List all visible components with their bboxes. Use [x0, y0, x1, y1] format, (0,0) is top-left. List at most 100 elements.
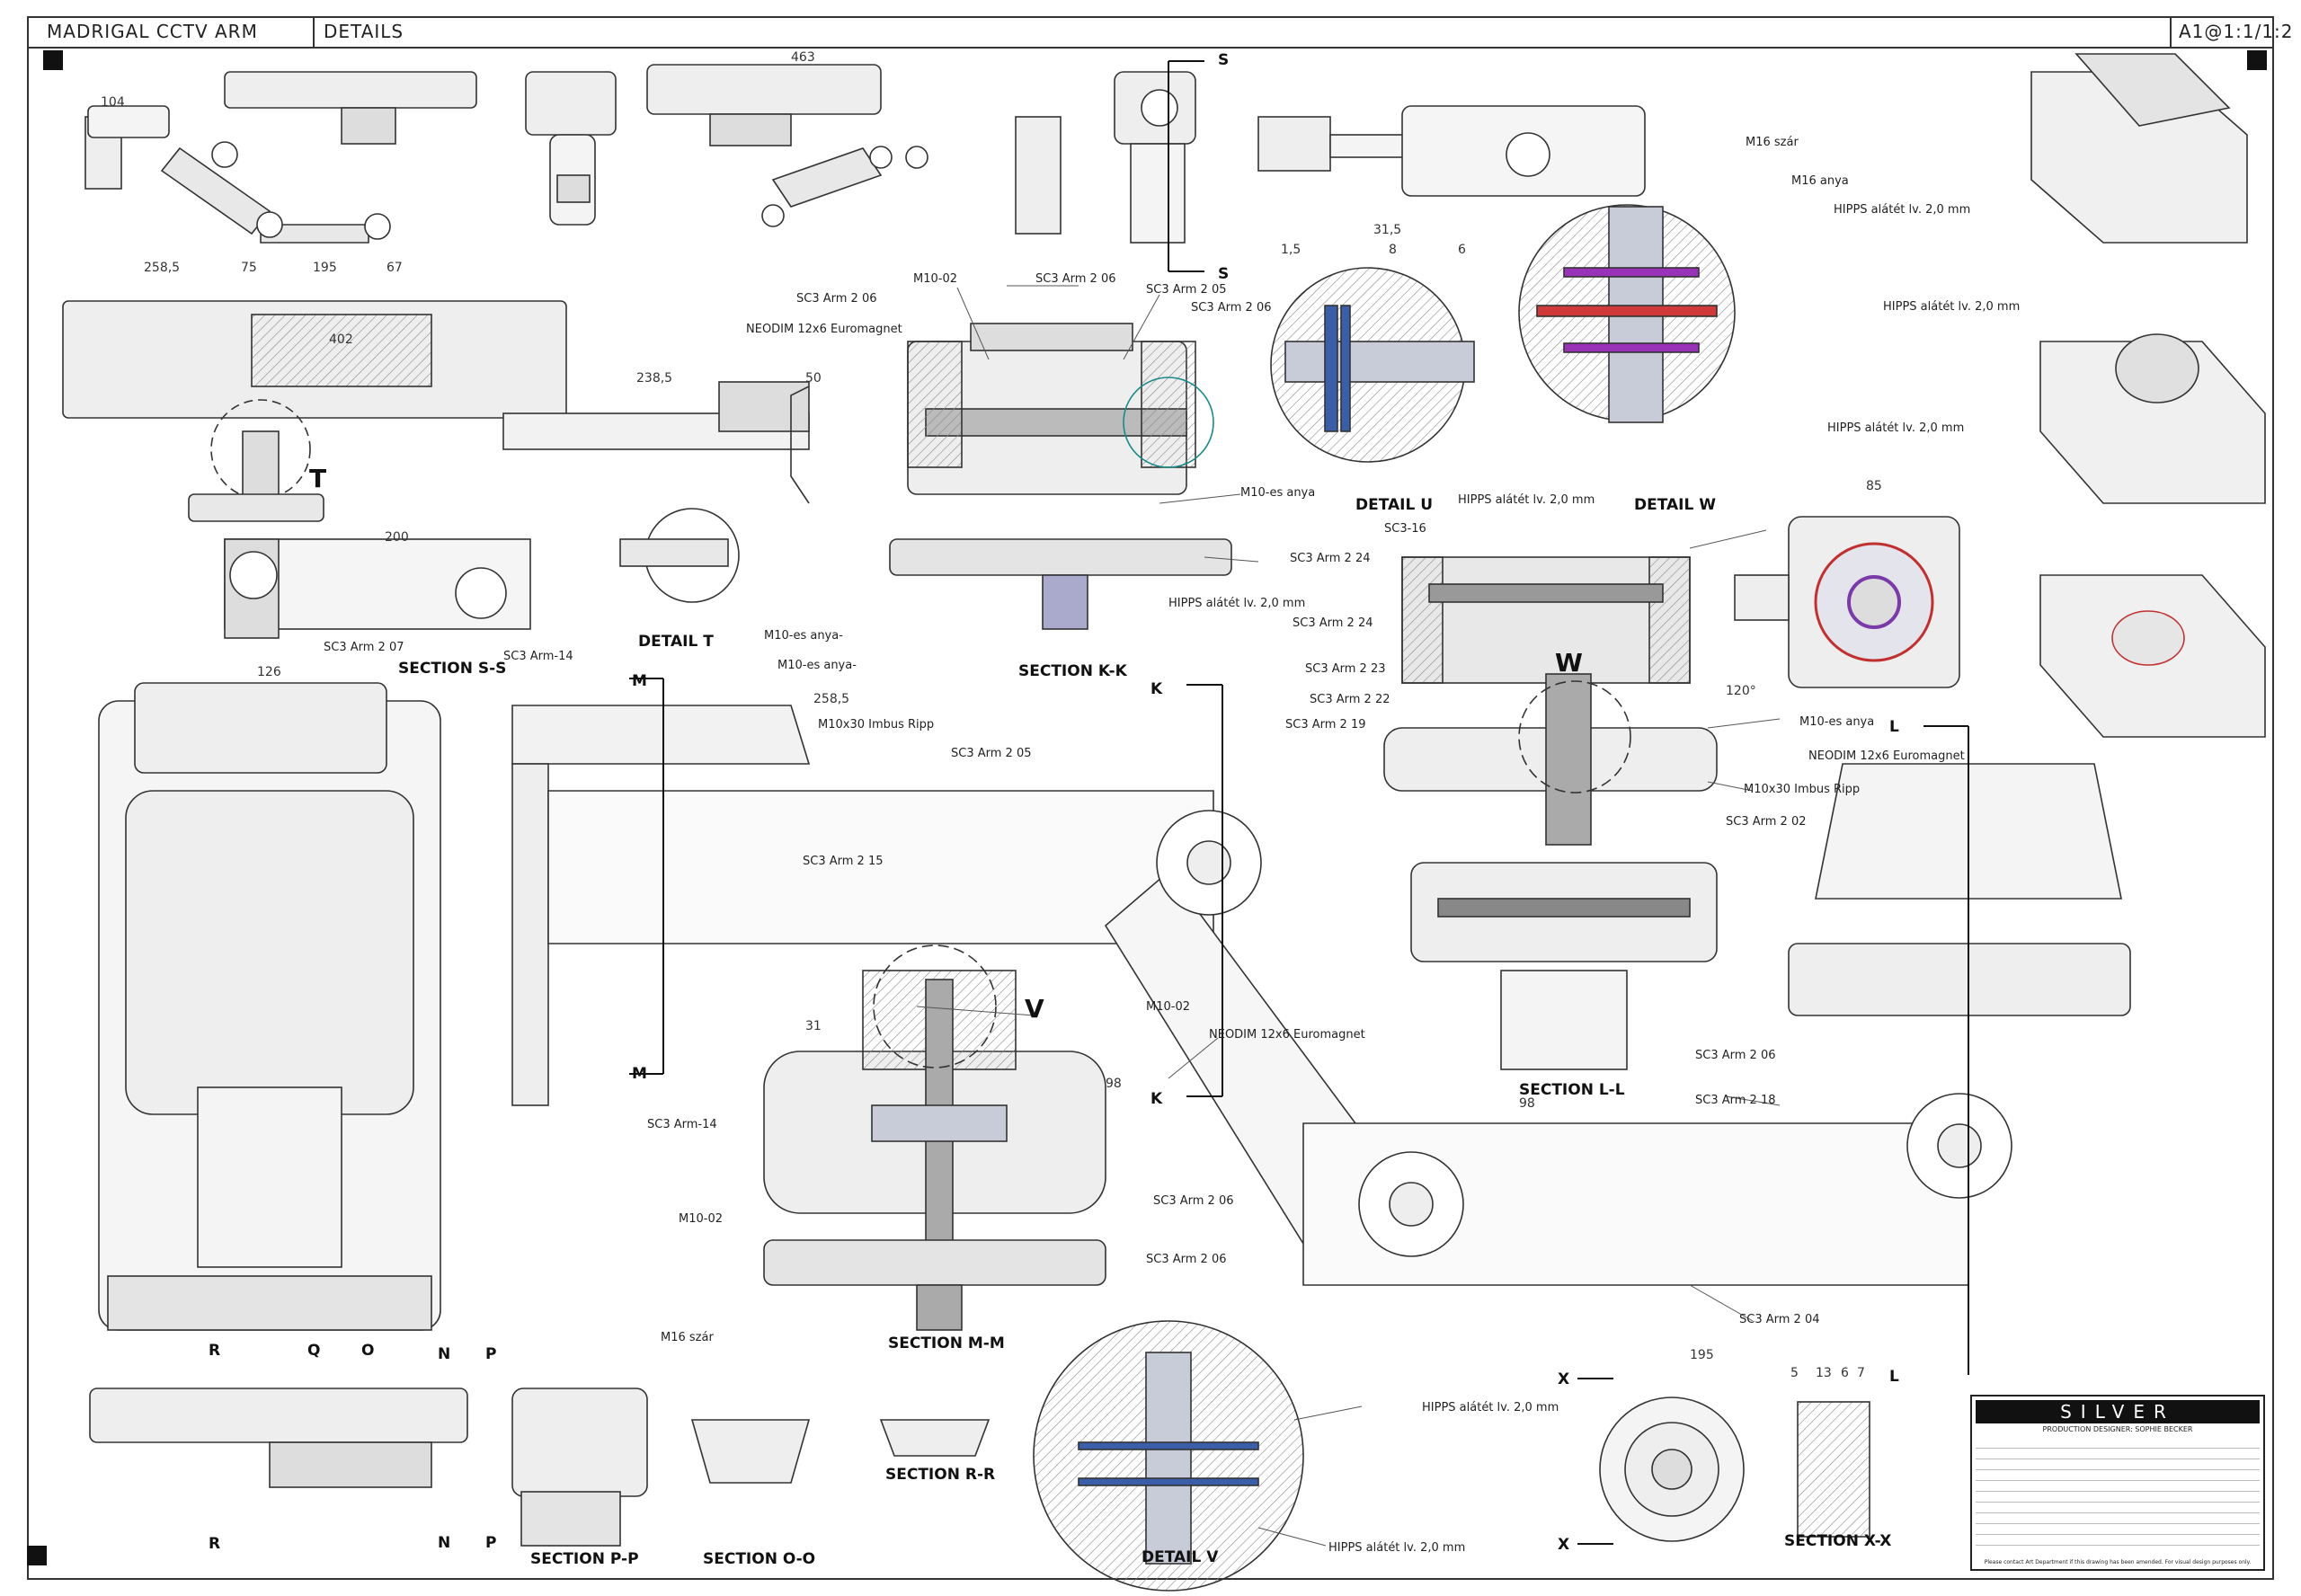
- callout-sc3-arm-2-23: SC3 Arm 2 23: [1305, 662, 1385, 676]
- marker-t: T: [309, 464, 326, 493]
- title-block-footer: Please contact Art Department if this dr…: [1984, 1559, 2252, 1565]
- marker-k-top: K: [1150, 680, 1163, 698]
- dim-67: 67: [386, 261, 403, 275]
- arm-detail-section: [224, 381, 810, 639]
- callout-sc3-arm-2-06-f: SC3 Arm 2 06: [1146, 1253, 1226, 1266]
- callout-sc3-arm-2-06-c: SC3 Arm 2 06: [1191, 301, 1271, 315]
- sheet-title: DETAILS: [324, 21, 404, 42]
- detail-u-drawing: [1270, 267, 1475, 463]
- marker-m-top: M: [632, 672, 647, 690]
- bottom-row-views: [89, 1388, 991, 1547]
- callout-hipps-f: HIPPS alátét lv. 2,0 mm: [1422, 1401, 1559, 1414]
- dim-258-5: 258,5: [144, 261, 180, 275]
- view-title-section-o-o: SECTION O-O: [703, 1550, 815, 1568]
- callout-m10-02-b: M10-02: [1146, 1000, 1190, 1014]
- dim-7: 7: [1857, 1366, 1865, 1380]
- view-title-section-l-l: SECTION L-L: [1519, 1081, 1625, 1099]
- marker-x-bottom: X: [1558, 1536, 1569, 1554]
- marker-l-bottom: L: [1889, 1368, 1899, 1386]
- view-title-section-r-r: SECTION R-R: [885, 1466, 995, 1484]
- marker-v: V: [1025, 994, 1044, 1024]
- dim-50: 50: [805, 371, 822, 386]
- callout-hipps-d: HIPPS alátét lv. 2,0 mm: [1827, 421, 1964, 435]
- section-k-k-drawing: [889, 323, 1232, 630]
- dim-126: 126: [257, 665, 281, 679]
- callout-sc3-arm-2-02: SC3 Arm 2 02: [1726, 815, 1806, 829]
- callout-sc3-arm-2-15: SC3 Arm 2 15: [803, 855, 883, 868]
- view-title-detail-v: DETAIL V: [1142, 1548, 1219, 1566]
- registration-mark: [27, 1546, 47, 1565]
- view-title-section-s-s: SECTION S-S: [398, 660, 506, 678]
- dim-195: 195: [313, 261, 337, 275]
- title-block-grid: [1976, 1438, 2260, 1553]
- marker-s-top: S: [1218, 51, 1229, 69]
- marker-x-top: X: [1558, 1370, 1569, 1388]
- callout-sc3-arm-14-b: SC3 Arm-14: [647, 1118, 717, 1131]
- marker-m-bottom: M: [632, 1065, 647, 1083]
- marker-p-bottom: P: [485, 1534, 496, 1552]
- callout-m16-szar-b: M16 szár: [661, 1331, 714, 1344]
- view-title-detail-u: DETAIL U: [1355, 496, 1433, 514]
- dim-75: 75: [241, 261, 257, 275]
- callout-sc3-arm-2-06: SC3 Arm 2 06: [1035, 272, 1115, 286]
- view-title-detail-w: DETAIL W: [1634, 496, 1716, 514]
- dim-238-5: 238,5: [636, 371, 672, 386]
- section-l-l-drawing: [1383, 556, 1718, 1070]
- marker-n-top: N: [438, 1345, 450, 1363]
- main-arm-plan: [511, 705, 2131, 1286]
- marker-w: W: [1555, 648, 1583, 678]
- view-title-section-p-p: SECTION P-P: [530, 1550, 639, 1568]
- callout-m10x30: M10x30 Imbus Ripp: [818, 718, 934, 732]
- dim-31: 31: [805, 1019, 822, 1033]
- front-view-camera: [525, 71, 617, 226]
- marker-r-top: R: [209, 1342, 220, 1360]
- callout-m10-anya: M10-es anya: [1240, 486, 1315, 500]
- callout-sc3-arm-2-19: SC3 Arm 2 19: [1285, 718, 1365, 732]
- view-title-section-m-m: SECTION M-M: [888, 1334, 1005, 1352]
- dim-5: 5: [1790, 1366, 1799, 1380]
- dim-13: 13: [1816, 1366, 1832, 1380]
- callout-sc3-arm-2-05: SC3 Arm 2 05: [1146, 283, 1226, 297]
- header-divider: [313, 16, 315, 47]
- callout-m10x30-b: M10x30 Imbus Ripp: [1744, 783, 1860, 796]
- isometric-views: [2030, 53, 2266, 738]
- dim-463: 463: [791, 50, 815, 65]
- marker-k-bottom: K: [1150, 1090, 1163, 1108]
- callout-m10-anya-dash-b: M10-es anya-: [777, 659, 857, 672]
- callout-hipps-b: HIPPS alátét lv. 2,0 mm: [1834, 203, 1970, 217]
- callout-neodim-b: NEODIM 12x6 Euromagnet: [1808, 749, 1965, 763]
- title-block-brand: SILVER: [1976, 1400, 2260, 1423]
- callout-m10-02: M10-02: [913, 272, 957, 286]
- dim-120: 120°: [1726, 684, 1756, 698]
- dim-258-5-b: 258,5: [813, 692, 849, 706]
- callout-sc3-arm-2-24-b: SC3 Arm 2 24: [1293, 616, 1373, 630]
- callout-sc3-arm-2-06-b: SC3 Arm 2 06: [796, 292, 876, 306]
- side-view-arm: [84, 71, 477, 244]
- callout-sc3-arm-2-05-b: SC3 Arm 2 05: [951, 747, 1031, 760]
- plan-view-mount: [1257, 105, 1646, 197]
- view-title-section-k-k: SECTION K-K: [1018, 662, 1128, 680]
- dim-98-b: 98: [1106, 1077, 1122, 1091]
- dim-6: 6: [1458, 243, 1466, 257]
- dim-1-5: 1,5: [1281, 243, 1301, 257]
- callout-hipps-e: HIPPS alátét lv. 2,0 mm: [1458, 493, 1595, 507]
- view-title-detail-t: DETAIL T: [638, 633, 714, 651]
- callout-neodim-c: NEODIM 12x6 Euromagnet: [1209, 1028, 1365, 1042]
- registration-mark: [43, 50, 63, 70]
- callout-hipps-c: HIPPS alátét lv. 2,0 mm: [1883, 300, 2020, 314]
- sheet-scale: A1@1:1/1:2: [2179, 21, 2294, 42]
- section-s-s-drawing: [98, 682, 441, 1331]
- dim-402: 402: [329, 332, 353, 347]
- dim-98: 98: [1519, 1096, 1535, 1111]
- callout-hipps-g: HIPPS alátét lv. 2,0 mm: [1328, 1541, 1465, 1555]
- marker-l-top: L: [1889, 718, 1899, 736]
- callout-m10-02-c: M10-02: [679, 1212, 723, 1226]
- view-title-section-x-x: SECTION X-X: [1784, 1532, 1891, 1550]
- camera-front-small: [1114, 71, 1196, 244]
- registration-mark: [2247, 50, 2267, 70]
- callout-m10-anya-dash: M10-es anya-: [764, 629, 843, 643]
- callout-sc3-arm-2-22: SC3 Arm 2 22: [1310, 693, 1390, 706]
- dim-8: 8: [1389, 243, 1397, 257]
- callout-sc3-16: SC3-16: [1384, 522, 1426, 536]
